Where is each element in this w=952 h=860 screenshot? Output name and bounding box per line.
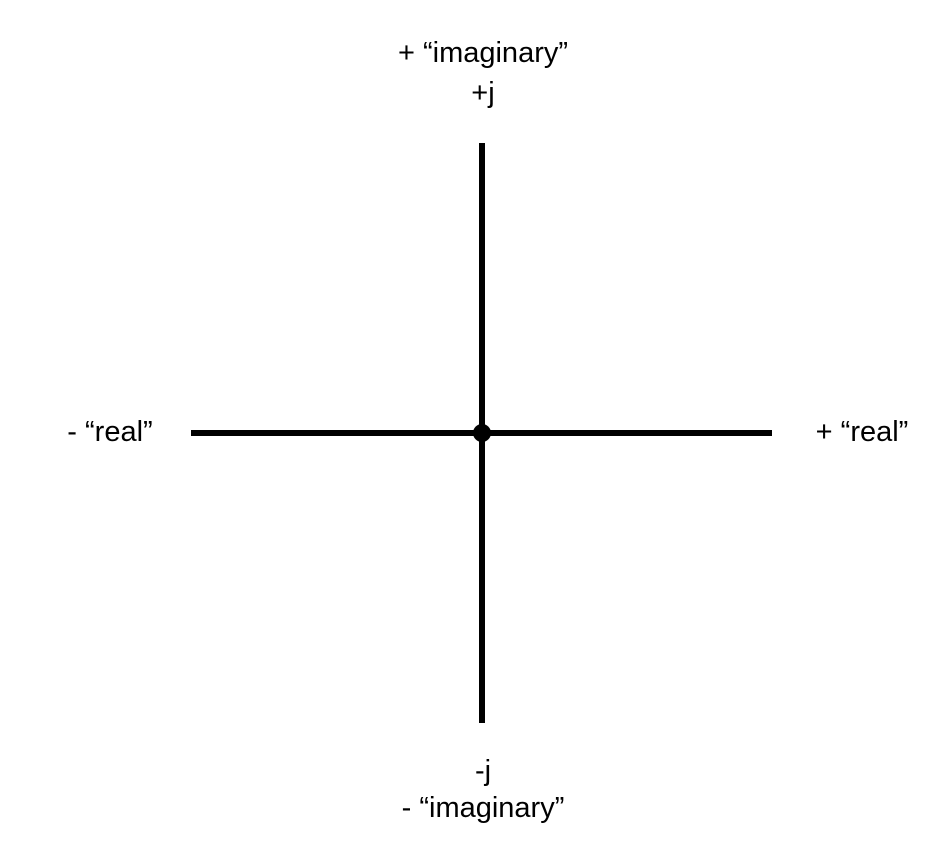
negative-j-label: -j bbox=[474, 755, 492, 787]
negative-imaginary-label: - “imaginary” bbox=[401, 792, 565, 824]
positive-j-label: +j bbox=[471, 77, 495, 109]
origin-point bbox=[473, 424, 491, 442]
positive-imaginary-label: + “imaginary” bbox=[397, 37, 569, 69]
positive-real-label: + “real” bbox=[815, 416, 909, 448]
negative-real-label: - “real” bbox=[67, 416, 153, 448]
